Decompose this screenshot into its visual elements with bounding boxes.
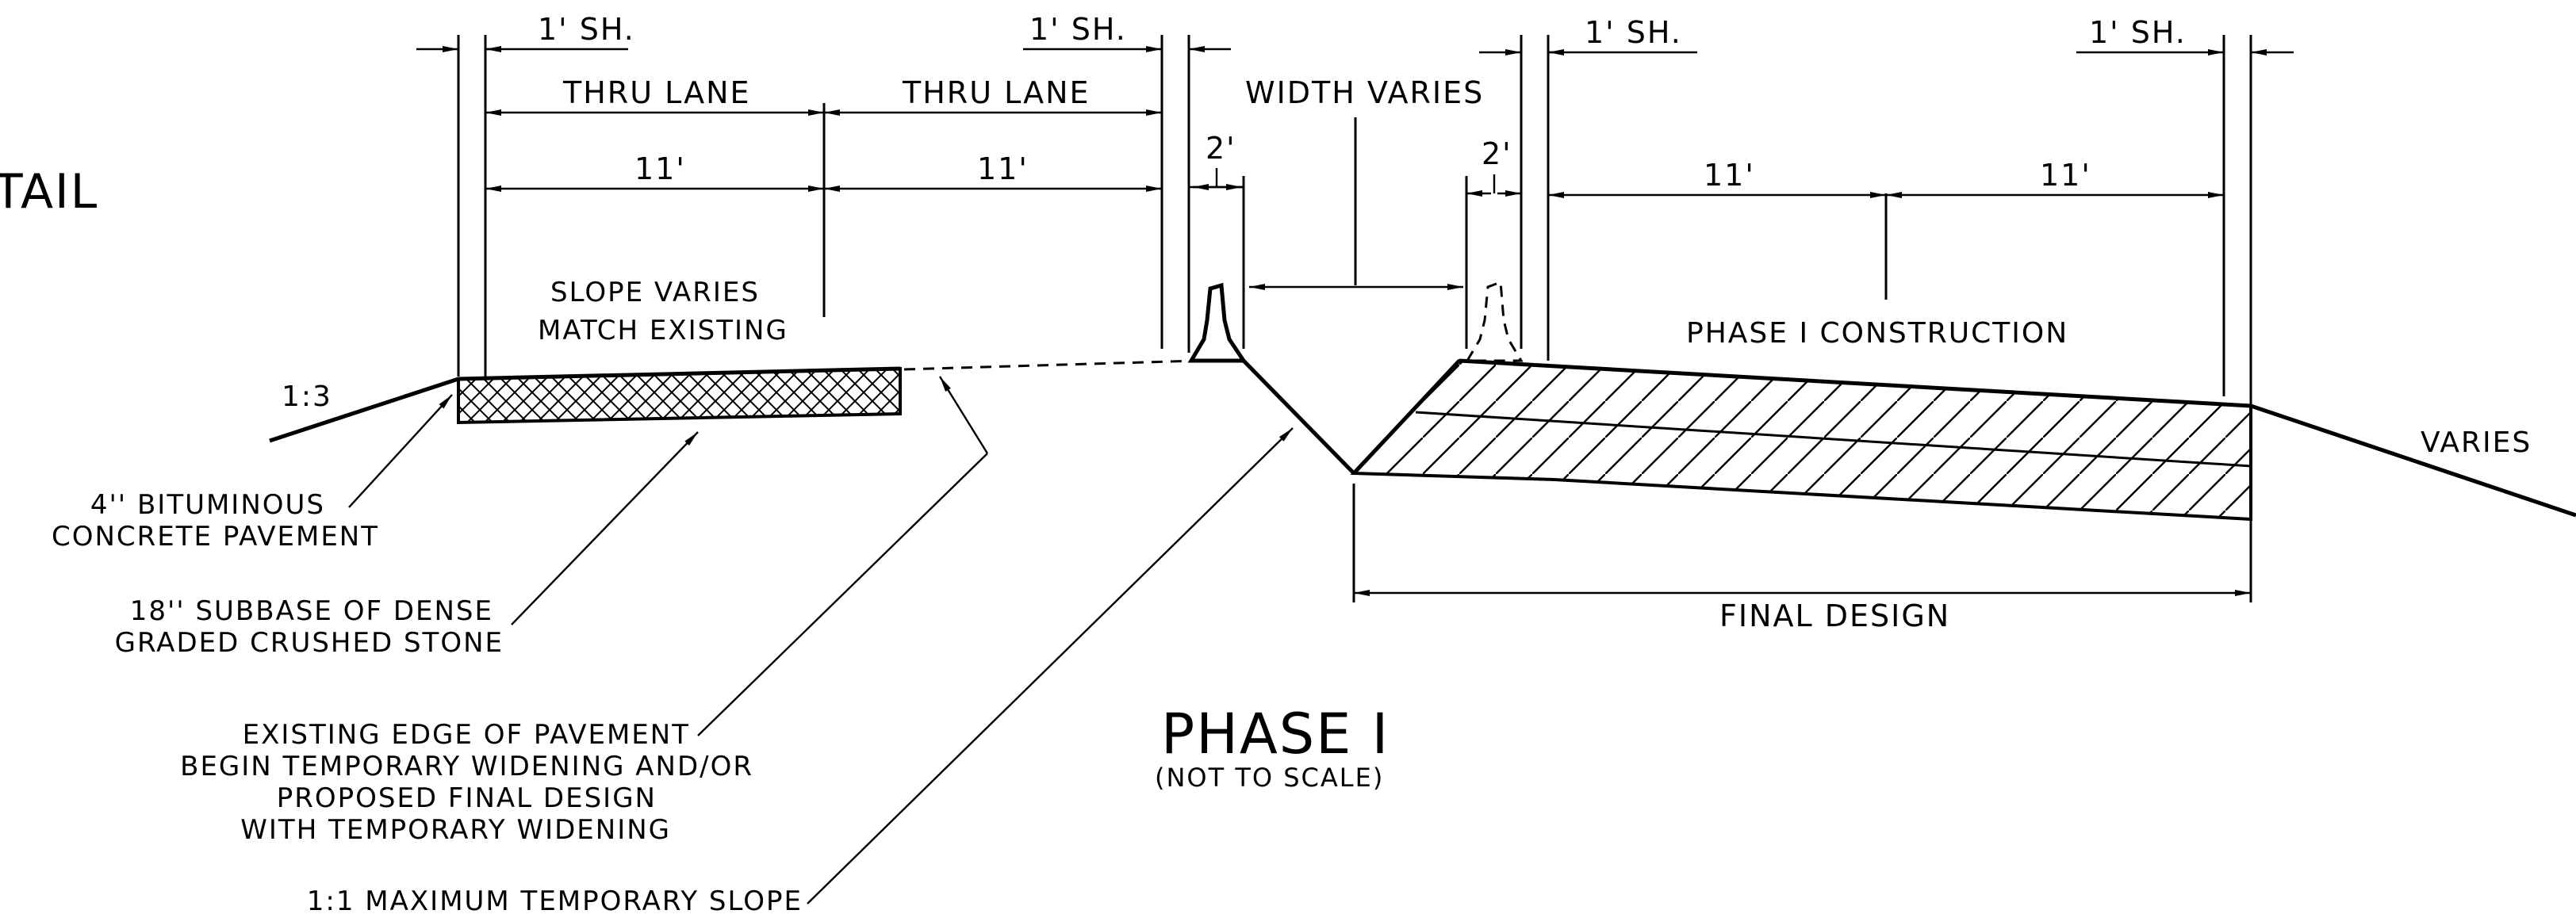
lane-width-label: 11' xyxy=(977,151,1029,186)
callout-text: WITH TEMPORARY WIDENING xyxy=(240,814,671,846)
left-slope-ratio: 1:3 xyxy=(282,381,332,413)
callout-text: 18'' SUBBASE OF DENSE xyxy=(130,595,493,627)
width-varies-label: WIDTH VARIES xyxy=(1245,75,1484,110)
detail-heading-fragment: TAIL xyxy=(0,164,98,220)
left-pavement-section xyxy=(269,366,902,443)
callout-text: EXISTING EDGE OF PAVEMENT xyxy=(243,719,690,751)
leader-lines xyxy=(348,376,1294,904)
barrier-width-label: 2' xyxy=(1206,131,1236,166)
thru-lane-label: THRU LANE xyxy=(562,75,751,110)
callout-subbase: 18'' SUBBASE OF DENSE GRADED CRUSHED STO… xyxy=(115,595,504,659)
shoulder-label: 1' SH. xyxy=(1585,15,1682,50)
lane-width-label: 11' xyxy=(2040,158,2091,193)
right-pavement-section xyxy=(1350,358,2576,522)
existing-surface-line xyxy=(903,359,1198,371)
callout-text: PROPOSED FINAL DESIGN xyxy=(277,782,657,814)
callout-text: 4'' BITUMINOUS xyxy=(90,489,325,521)
callout-text: CONCRETE PAVEMENT xyxy=(52,521,379,553)
callout-text: BEGIN TEMPORARY WIDENING AND/OR xyxy=(180,751,753,782)
match-existing-label: MATCH EXISTING xyxy=(538,315,788,346)
callout-pavement: 4'' BITUMINOUS CONCRETE PAVEMENT xyxy=(52,489,379,553)
scale-note: (NOT TO SCALE) xyxy=(1155,763,1384,793)
callout-edge-of-pavement: EXISTING EDGE OF PAVEMENT BEGIN TEMPORAR… xyxy=(180,719,753,846)
shoulder-label: 1' SH. xyxy=(2089,15,2187,50)
thru-lane-label: THRU LANE xyxy=(902,75,1091,110)
slope-varies-label: SLOPE VARIES xyxy=(550,277,760,308)
phase-construction-label: PHASE I CONSTRUCTION xyxy=(1686,317,2068,350)
callout-max-slope: 1:1 MAXIMUM TEMPORARY SLOPE xyxy=(307,885,803,914)
phase-title: PHASE I xyxy=(1161,702,1390,767)
left-extension-lines xyxy=(457,35,1190,377)
lane-width-label: 11' xyxy=(1704,158,1755,193)
final-design-label: FINAL DESIGN xyxy=(1719,598,1950,633)
shoulder-label: 1' SH. xyxy=(1029,12,1127,47)
right-slope-label: VARIES xyxy=(2421,426,2532,459)
callout-text: GRADED CRUSHED STONE xyxy=(115,627,504,659)
shoulder-label: 1' SH. xyxy=(538,12,635,47)
lane-width-label: 11' xyxy=(634,151,686,186)
barrier-width-label: 2' xyxy=(1482,136,1512,171)
